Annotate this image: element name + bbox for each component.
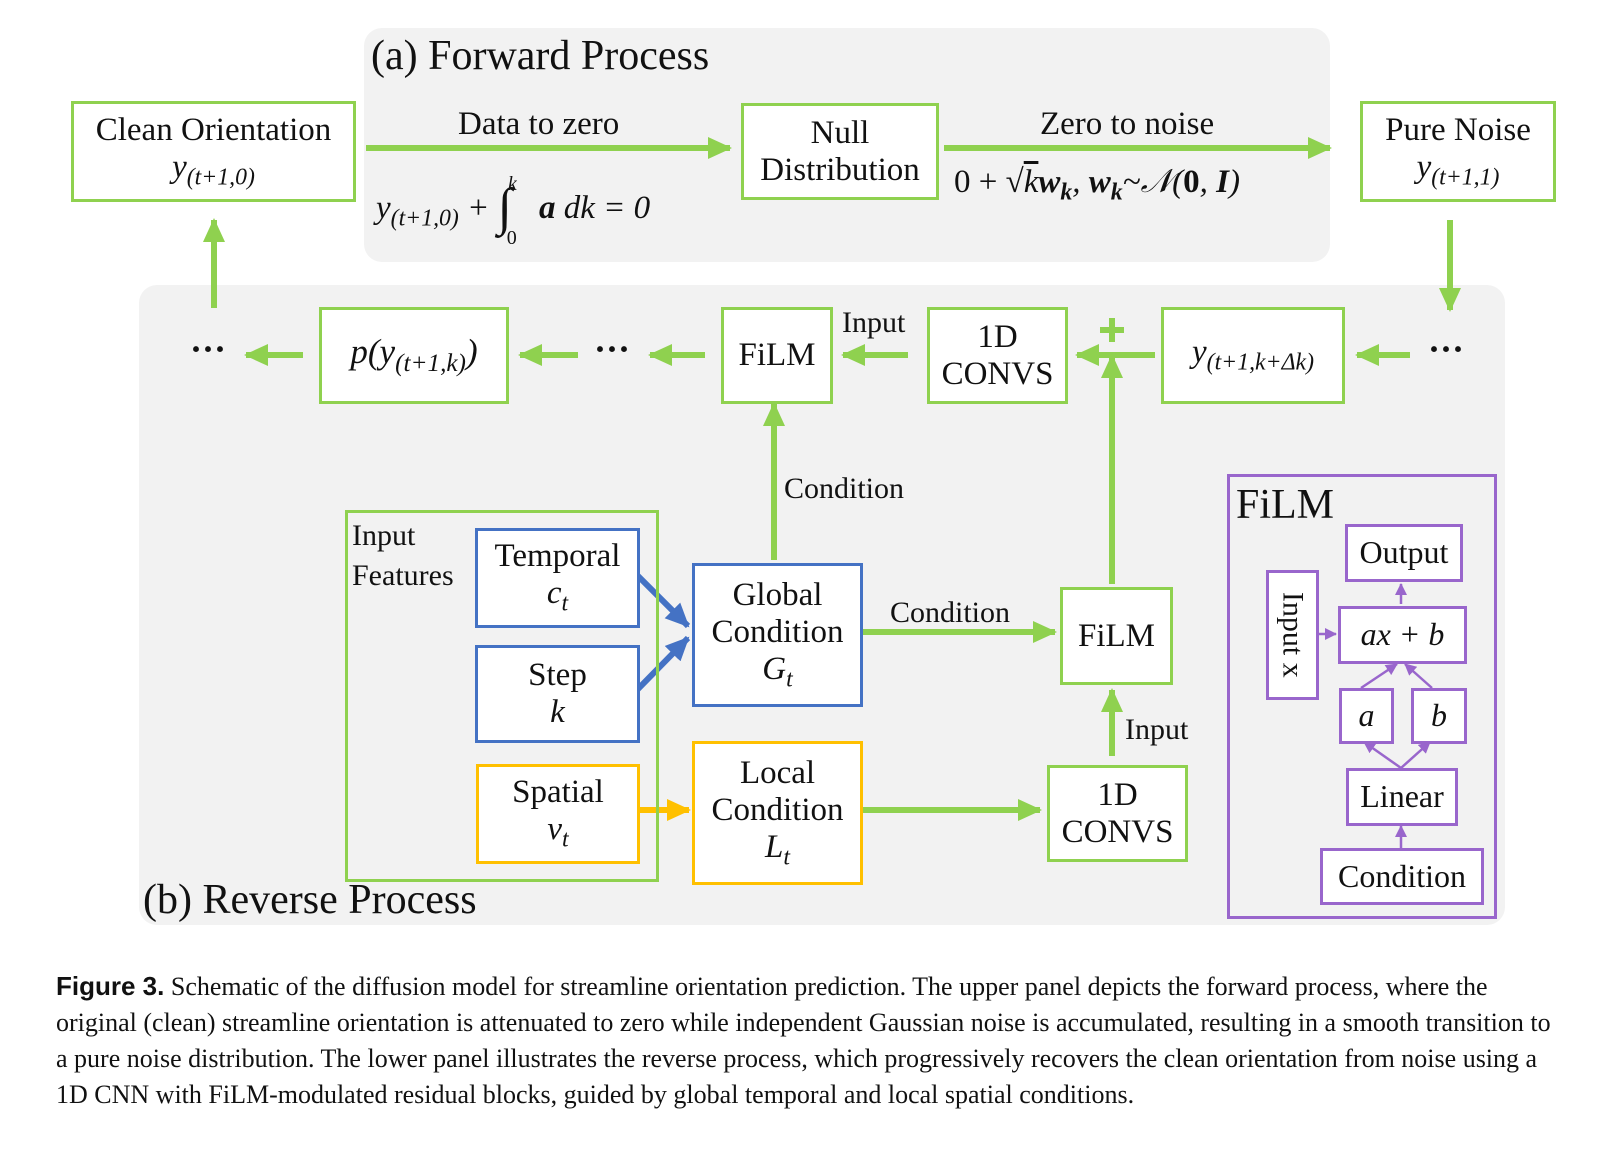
p-distribution-box: p(y(t+1,k)) [319,307,509,404]
conv-top-line2: CONVS [941,355,1054,392]
inset-arrow-a-to-axb [1360,662,1398,690]
y-next-step-symbol: y(t+1,k+Δk) [1192,334,1314,376]
global-condition-box: Global Condition Gt [692,563,863,707]
step-label: Step [528,657,587,694]
condition-horizontal-label: Condition [890,596,1011,629]
zero-to-noise-label: Zero to noise [1040,106,1215,142]
film-condition-label: Condition [1337,857,1466,894]
film-top-label: FiLM [738,337,816,374]
temporal-box: Temporal ct [475,528,640,628]
clean-orientation-label: Clean Orientation [95,111,332,148]
film-b-box: b [1411,688,1467,744]
clean-orientation-box: Clean Orientation y(t+1,0) [71,101,356,202]
spatial-symbol: vt [547,811,569,853]
conv-top-line1: 1D [977,318,1018,355]
reverse-process-title: (b) Reverse Process [143,877,477,923]
distribution-label: Distribution [760,151,920,188]
film-a-box: a [1339,688,1394,744]
conv-bottom-line1: 1D [1097,776,1138,813]
inset-arrow-b-to-axb [1404,663,1433,689]
step-box: Step k [475,645,640,743]
input-features-line2: Features [352,559,454,592]
caption-label: Figure 3. [56,971,165,1001]
film-a-label: a [1358,697,1375,734]
inset-arrow-linear-to-b [1400,741,1431,769]
input-label-mid: Input [1125,713,1189,746]
y-next-step-box: y(t+1,k+Δk) [1161,307,1345,404]
conv-top-box: 1D CONVS [927,307,1068,404]
conv-bottom-box: 1D CONVS [1047,765,1188,862]
global-line2: Condition [711,613,844,650]
temporal-label: Temporal [494,538,621,575]
film-input-x-box: Input x [1266,570,1319,700]
data-to-zero-label: Data to zero [458,106,620,142]
pure-noise-label: Pure Noise [1385,111,1531,148]
film-mid-label: FiLM [1077,617,1156,654]
film-mid-box: FiLM [1060,587,1173,685]
figure-caption: Figure 3. Schematic of the diffusion mod… [56,968,1566,1113]
clean-orientation-symbol: y(t+1,0) [172,148,255,191]
arrow-temporal-to-global [634,572,691,629]
noise-equation: 0 + √kwk, wk~𝒩(0, I) [954,164,1240,206]
global-line1: Global [732,576,823,613]
film-output-label: Output [1359,534,1449,571]
pure-noise-box: Pure Noise y(t+1,1) [1360,101,1556,202]
film-inset-title: FiLM [1236,482,1335,528]
film-condition-box: Condition [1320,848,1484,905]
ellipsis-left: ··· [190,329,227,369]
ellipsis-right: ··· [1428,329,1465,369]
caption-text: Schematic of the diffusion model for str… [56,972,1551,1109]
film-b-label: b [1431,697,1447,734]
pure-noise-symbol: y(t+1,1) [1416,148,1500,191]
input-features-group [345,510,659,882]
local-symbol: Lt [765,828,790,871]
p-distribution-symbol: p(y(t+1,k)) [350,332,478,378]
input-features-label: Input Features [352,516,454,596]
global-symbol: Gt [762,650,793,693]
inset-arrow-linear-to-a [1363,740,1402,770]
film-axb-label: ax + b [1360,616,1445,653]
spatial-box: Spatial vt [476,764,640,864]
film-output-box: Output [1345,524,1463,582]
input-features-line1: Input [352,519,416,552]
film-input-x-label: Input x [1276,592,1310,678]
spatial-label: Spatial [512,774,604,811]
film-linear-box: Linear [1346,768,1458,826]
integral-equation: y(t+1,0) + ∫k0 a dk = 0 [376,173,651,249]
film-inset-frame [1227,474,1497,919]
arrow-step-to-global [634,635,691,693]
condition-vertical-label: Condition [784,472,905,505]
local-line2: Condition [711,791,844,828]
forward-process-title: (a) Forward Process [371,33,710,79]
film-linear-label: Linear [1360,778,1444,815]
ellipsis-mid: ··· [594,329,631,369]
null-label: Null [810,114,870,151]
local-line1: Local [739,754,816,791]
step-symbol: k [550,694,565,730]
input-label-top: Input [842,306,906,339]
conv-bottom-line2: CONVS [1061,813,1174,850]
local-condition-box: Local Condition Lt [692,741,863,885]
film-axb-box: ax + b [1338,606,1467,664]
null-distribution-box: Null Distribution [741,103,939,200]
temporal-symbol: ct [546,575,569,617]
film-top-box: FiLM [721,307,833,404]
